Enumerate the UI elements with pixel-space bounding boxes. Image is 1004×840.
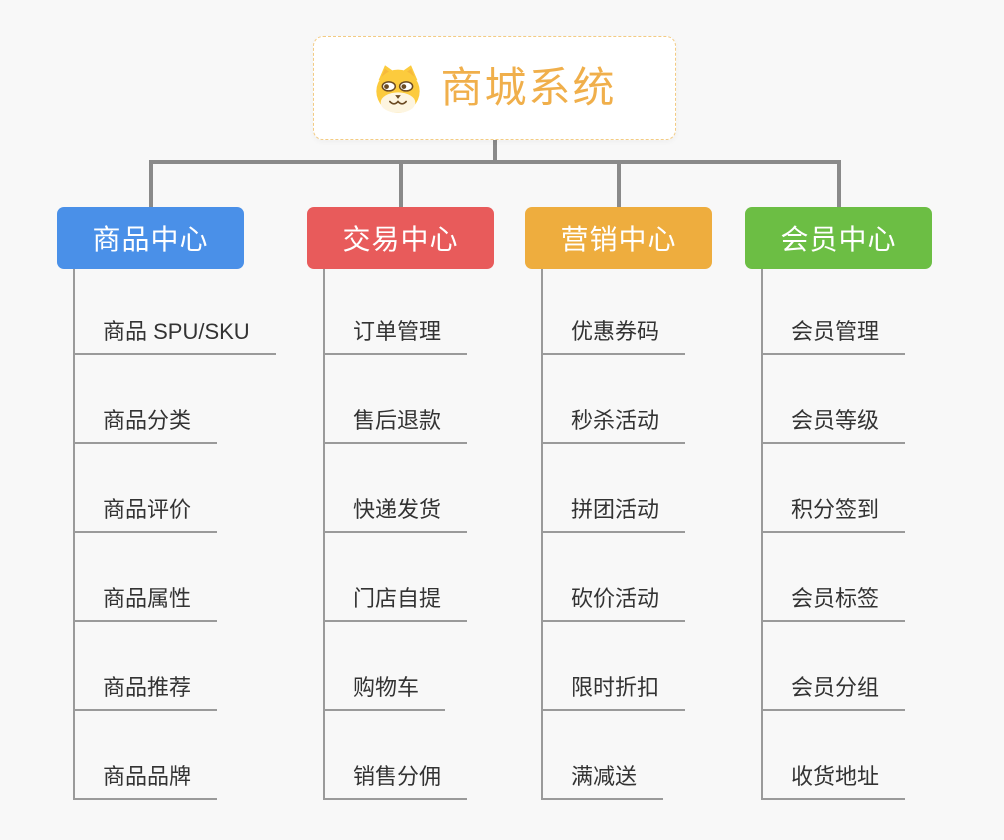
leaf-item[interactable]: 订单管理: [323, 318, 468, 355]
branch-trunk-line: [323, 269, 325, 800]
branch-header-3[interactable]: 营销中心: [525, 207, 712, 269]
leaf-item[interactable]: 拼团活动: [541, 496, 686, 533]
branch-label: 商品中心: [92, 224, 209, 255]
branch-trunk-line: [541, 269, 543, 800]
branch-header-4[interactable]: 会员中心: [745, 207, 932, 269]
leaf-item[interactable]: 商品 SPU/SKU: [73, 318, 276, 355]
leaf-item[interactable]: 秒杀活动: [541, 407, 686, 444]
leaf-item[interactable]: 售后退款: [323, 407, 468, 444]
leaf-item[interactable]: 销售分佣: [323, 763, 468, 800]
leaf-item[interactable]: 门店自提: [323, 585, 468, 622]
doge-icon: [372, 62, 424, 114]
connector-horizontal-bar: [148, 160, 841, 164]
leaf-item[interactable]: 砍价活动: [541, 585, 686, 622]
leaf-item[interactable]: 会员分组: [761, 674, 906, 711]
branch-trunk-line: [761, 269, 763, 800]
branch-header-2[interactable]: 交易中心: [307, 207, 494, 269]
leaf-item[interactable]: 满减送: [541, 763, 664, 800]
connector-branch-stub: [836, 160, 841, 208]
branch-label: 交易中心: [342, 224, 459, 255]
leaf-item[interactable]: 收货地址: [761, 763, 906, 800]
leaf-item[interactable]: 会员标签: [761, 585, 906, 622]
leaf-item[interactable]: 会员管理: [761, 318, 906, 355]
leaf-item[interactable]: 商品评价: [73, 496, 218, 533]
leaf-item[interactable]: 限时折扣: [541, 674, 686, 711]
leaf-item[interactable]: 会员等级: [761, 407, 906, 444]
leaf-item[interactable]: 商品品牌: [73, 763, 218, 800]
connector-branch-stub: [616, 160, 621, 208]
root-node[interactable]: 商城系统: [313, 36, 676, 140]
leaf-item[interactable]: 购物车: [323, 674, 446, 711]
branch-label: 会员中心: [780, 224, 897, 255]
connector-root-stem: [493, 140, 497, 164]
leaf-item[interactable]: 商品推荐: [73, 674, 218, 711]
leaf-item[interactable]: 积分签到: [761, 496, 906, 533]
branch-trunk-line: [73, 269, 75, 800]
leaf-item[interactable]: 快递发货: [323, 496, 468, 533]
branch-label: 营销中心: [560, 224, 677, 255]
root-title: 商城系统: [440, 64, 617, 111]
connector-branch-stub: [398, 160, 403, 208]
connector-branch-stub: [148, 160, 153, 208]
leaf-item[interactable]: 优惠券码: [541, 318, 686, 355]
leaf-item[interactable]: 商品属性: [73, 585, 218, 622]
leaf-item[interactable]: 商品分类: [73, 407, 218, 444]
branch-header-1[interactable]: 商品中心: [57, 207, 244, 269]
